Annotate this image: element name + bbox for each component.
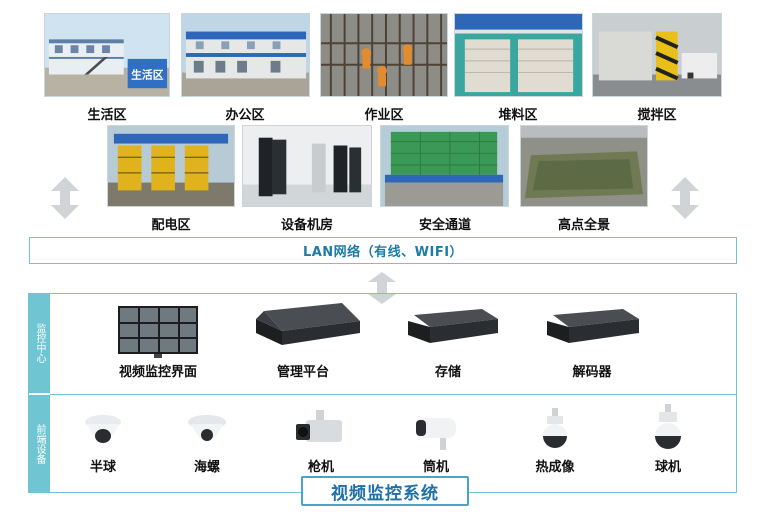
management-server-icon [256, 303, 360, 345]
device-label-storage: 存储 [434, 365, 461, 380]
photo-living-area: 生活区 [44, 13, 170, 97]
system-title: 视频监控系统 [331, 483, 439, 504]
device-label-management: 管理平台 [276, 365, 329, 380]
camera-label-conch: 海螺 [193, 460, 220, 475]
ptz-camera-icon [655, 404, 681, 449]
living-sign-text: 生活区 [131, 68, 164, 81]
storage-device-icon [408, 309, 498, 343]
front-devices-section-label: 前端设备 [34, 424, 45, 464]
lan-network-label: LAN网络（有线、WIFI） [302, 245, 464, 260]
video-wall-icon [118, 306, 198, 358]
system-title-box: 视频监控系统 [301, 476, 469, 506]
photo-office-area [181, 13, 310, 97]
camera-label-thermal: 热成像 [535, 460, 575, 475]
monitor-center-sidebar: 监控中心 [28, 293, 50, 393]
photo-server-room [242, 125, 372, 207]
photo-mixing-area [592, 13, 722, 97]
camera-label-box: 枪机 [307, 460, 334, 475]
zone-label-office: 办公区 [225, 108, 265, 123]
lan-network-bar: LAN网络（有线、WIFI） [29, 237, 737, 264]
double-arrow-icon-center [368, 272, 396, 304]
zone-label-material: 堆料区 [498, 108, 538, 123]
zone-label-server-room: 设备机房 [280, 218, 333, 233]
zone-label-mixing: 搅拌区 [637, 108, 677, 123]
zone-label-safety-passage: 安全通道 [418, 218, 471, 233]
decoder-device-icon [547, 309, 639, 343]
box-camera-icon [296, 410, 342, 442]
photo-power-area [107, 125, 235, 207]
double-arrow-icon-right [671, 177, 699, 219]
zone-label-power: 配电区 [151, 218, 191, 233]
thermal-camera-icon [543, 408, 567, 448]
photo-work-area [320, 13, 448, 97]
photo-panorama [520, 125, 648, 207]
camera-label-ptz: 球机 [654, 460, 681, 475]
device-label-video-ui: 视频监控界面 [118, 365, 197, 380]
conch-camera-icon [188, 415, 226, 441]
photo-safety-passage [380, 125, 509, 207]
photo-material-area [454, 13, 583, 97]
zone-label-work: 作业区 [364, 108, 404, 123]
camera-label-dome: 半球 [89, 460, 116, 475]
monitor-center-section-label: 监控中心 [34, 323, 45, 363]
dome-camera-icon [85, 415, 121, 443]
bullet-camera-icon [416, 418, 456, 450]
front-devices-sidebar: 前端设备 [28, 395, 50, 493]
zone-label-panorama: 高点全景 [557, 218, 610, 233]
device-label-decoder: 解码器 [572, 365, 612, 380]
camera-label-bullet: 筒机 [422, 460, 449, 475]
section-divider [50, 394, 737, 395]
double-arrow-icon-left [51, 177, 79, 219]
zone-label-living: 生活区 [87, 108, 127, 123]
